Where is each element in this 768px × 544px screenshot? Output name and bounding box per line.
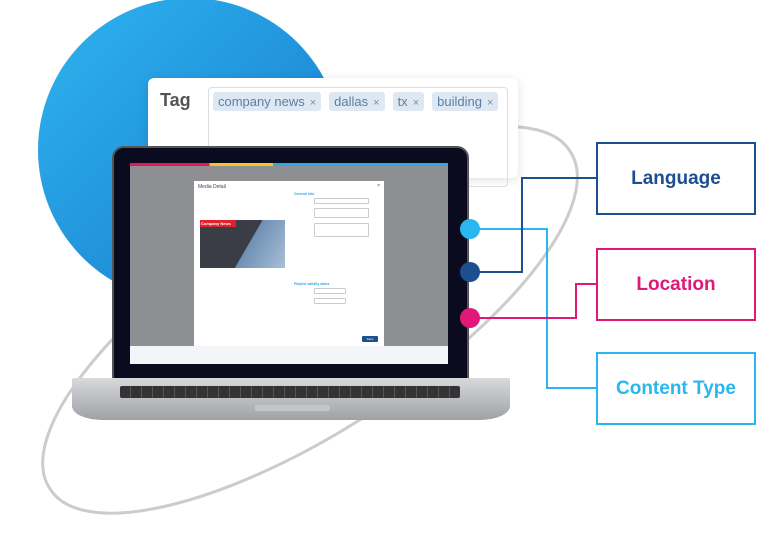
tag-text: company news <box>218 94 305 109</box>
media-detail-modal: Media Detail × Company News General Info… <box>194 181 384 346</box>
tag-field[interactable] <box>314 223 369 237</box>
color-bar <box>130 163 448 166</box>
content-type-box: Content Type <box>596 352 756 425</box>
remove-tag-icon[interactable]: × <box>373 97 380 109</box>
tag-text: tx <box>397 94 408 109</box>
tag-chip: tx × <box>392 92 425 111</box>
save-button[interactable]: Save <box>362 336 378 342</box>
tag-label: Tag <box>160 90 191 110</box>
playlist-dates-heading: Playlist validity dates <box>294 282 330 286</box>
content-type-line <box>470 228 596 389</box>
start-date-field[interactable] <box>314 288 346 294</box>
tag-input[interactable]: company news × dallas × tx × building × <box>208 87 508 187</box>
preview-image: Company News <box>200 220 285 268</box>
keyboard <box>120 386 460 398</box>
laptop-screen: Media Detail × Company News General Info… <box>130 163 448 364</box>
language-dot <box>460 262 480 282</box>
screen-footer <box>130 346 448 364</box>
remove-tag-icon[interactable]: × <box>309 97 317 109</box>
close-icon[interactable]: × <box>377 183 380 189</box>
tag-chip: company news × <box>213 92 322 111</box>
end-date-field[interactable] <box>314 298 346 304</box>
name-field[interactable] <box>314 198 369 204</box>
location-dot <box>460 308 480 328</box>
copyright-field[interactable] <box>314 208 369 218</box>
tag-text: building <box>437 94 482 109</box>
preview-header: Company News <box>200 220 236 227</box>
language-line <box>470 177 596 273</box>
trackpad <box>255 405 330 411</box>
language-box: Language <box>596 142 756 215</box>
tag-chip: dallas × <box>329 92 385 111</box>
location-line <box>470 283 596 319</box>
tag-text: dallas <box>334 94 369 109</box>
laptop-base <box>72 378 510 420</box>
general-info-heading: General Info <box>294 192 315 196</box>
remove-tag-icon[interactable]: × <box>412 97 420 109</box>
location-box: Location <box>596 248 756 321</box>
content-type-dot <box>460 219 480 239</box>
tag-chip: building × <box>432 92 499 111</box>
modal-title: Media Detail <box>198 184 226 190</box>
remove-tag-icon[interactable]: × <box>486 97 494 109</box>
